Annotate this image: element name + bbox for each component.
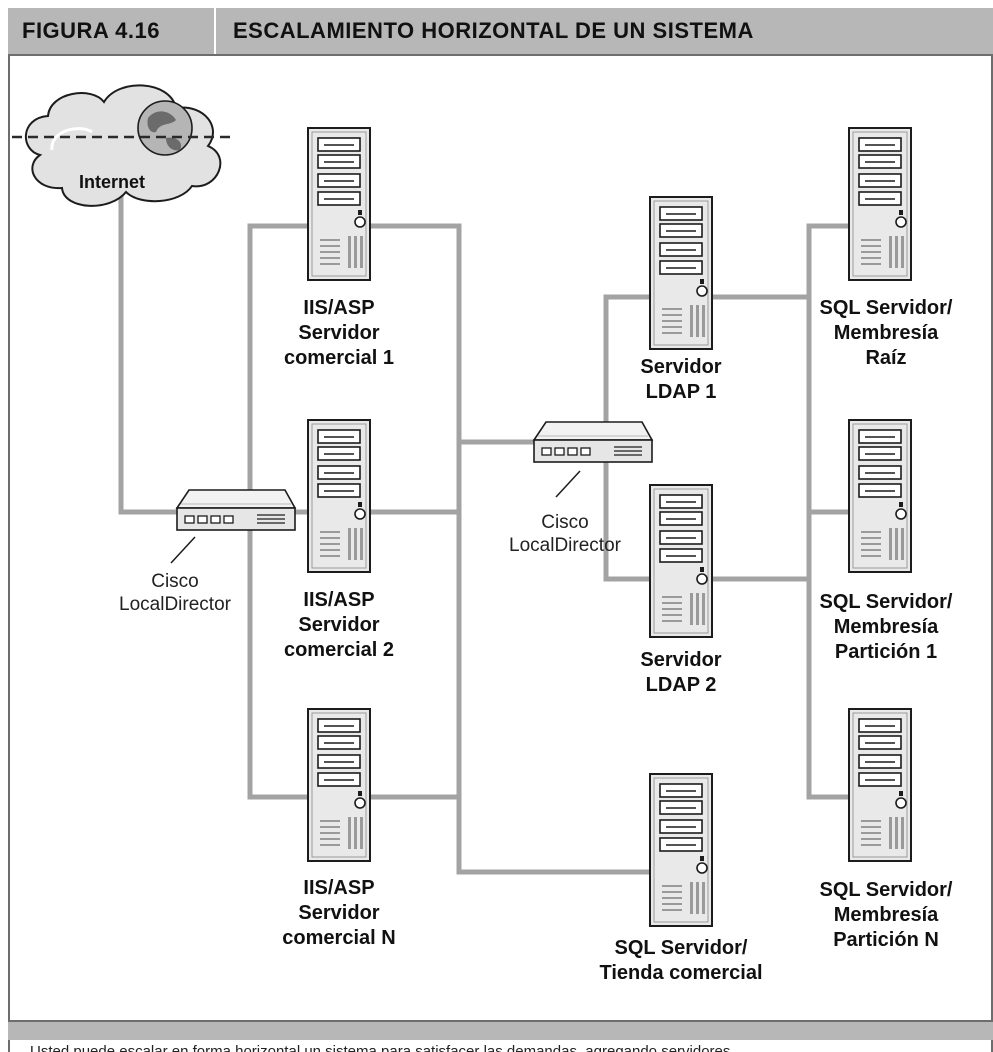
- iis2-server-icon: [307, 419, 371, 573]
- link-router-center-ldap: [603, 294, 651, 435]
- internet-label: Internet: [79, 172, 146, 192]
- sqlstore-label: SQL Servidor/Tienda comercial: [599, 937, 763, 984]
- ldap2-server-icon: [649, 484, 713, 638]
- ldap1-server-icon: [649, 196, 713, 350]
- figure-caption: Usted puede escalar en forma horizontal …: [30, 1043, 731, 1052]
- figure-frame: [8, 8, 993, 1052]
- figure-number: FIGURA 4.16: [8, 8, 216, 54]
- router-left-icon: [176, 489, 296, 531]
- caption-bar: [8, 1020, 993, 1040]
- internet-cloud-icon: [12, 84, 230, 207]
- link-router-center-ldap2: [603, 459, 651, 582]
- sqlroot-server-icon: [848, 127, 912, 281]
- router-left-leader: [170, 536, 196, 564]
- sqlstore-server-icon: [649, 773, 713, 927]
- iis1-server-icon: [307, 127, 371, 281]
- router-center-leader: [555, 470, 581, 498]
- figure-title: ESCALAMIENTO HORIZONTAL DE UN SISTEMA: [233, 18, 754, 43]
- sqlp1-server-icon: [848, 419, 912, 573]
- router-center-icon: [533, 421, 653, 463]
- link-internet-router: [118, 187, 180, 515]
- figure-header: FIGURA 4.16 ESCALAMIENTO HORIZONTAL DE U…: [8, 8, 993, 56]
- iisn-server-icon: [307, 708, 371, 862]
- sqlpn-server-icon: [848, 708, 912, 862]
